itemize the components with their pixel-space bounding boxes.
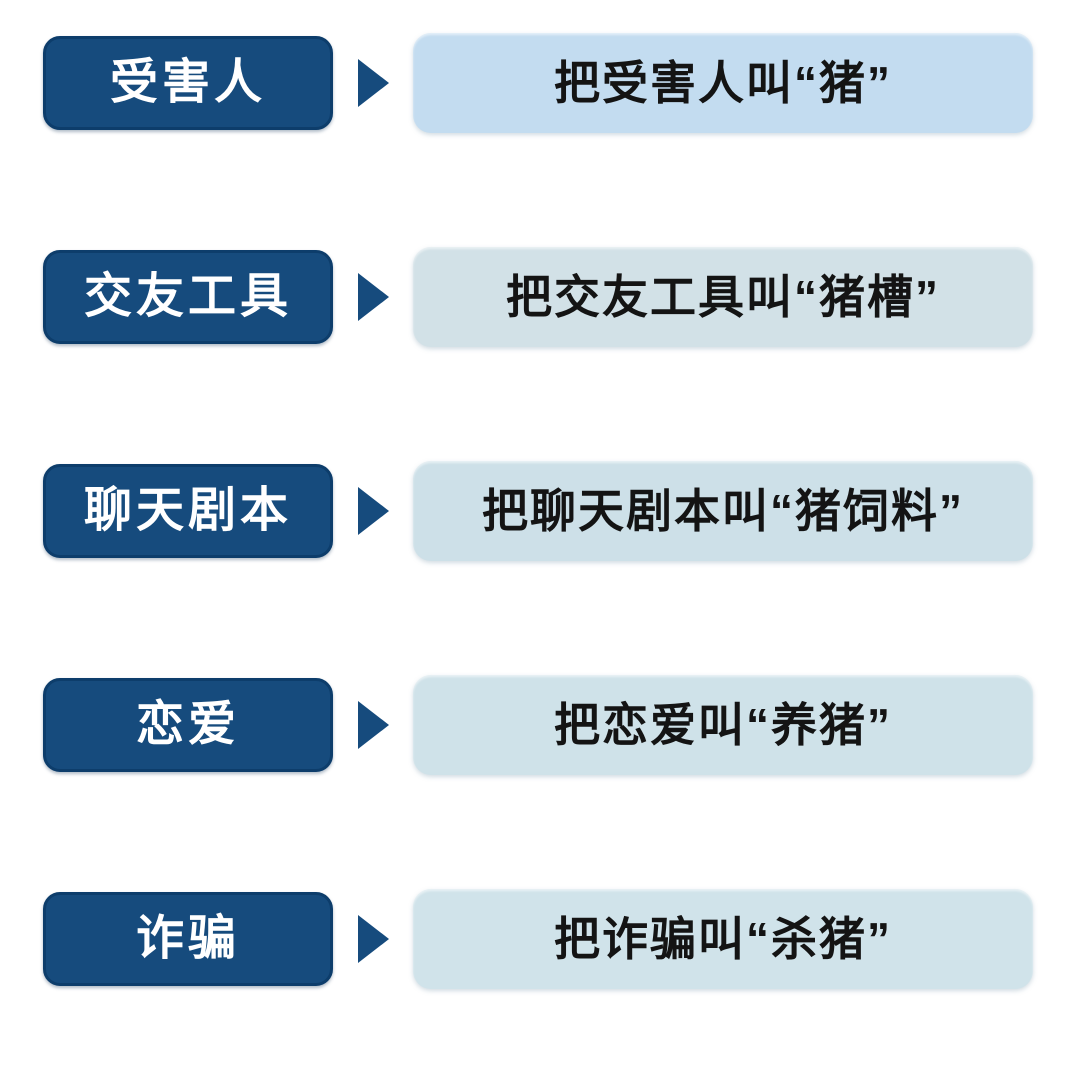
arrow-right-icon bbox=[358, 915, 389, 963]
alias-box: 把受害人叫“猪” bbox=[413, 33, 1033, 133]
term-label: 诈骗 bbox=[135, 912, 240, 965]
alias-label: 把恋爱叫“养猪” bbox=[554, 699, 892, 751]
term-label: 受害人 bbox=[109, 56, 266, 109]
alias-label: 把交友工具叫“猪槽” bbox=[506, 271, 940, 323]
mapping-row-romance: 恋爱 把恋爱叫“养猪” bbox=[43, 675, 1077, 775]
alias-label: 把受害人叫“猪” bbox=[554, 57, 892, 109]
mapping-row-fraud: 诈骗 把诈骗叫“杀猪” bbox=[43, 889, 1077, 989]
mapping-row-victim: 受害人 把受害人叫“猪” bbox=[43, 33, 1077, 133]
term-box: 聊天剧本 bbox=[43, 464, 333, 558]
alias-box: 把诈骗叫“杀猪” bbox=[413, 889, 1033, 989]
arrow-right-icon bbox=[358, 59, 389, 107]
term-box: 交友工具 bbox=[43, 250, 333, 344]
term-box: 受害人 bbox=[43, 36, 333, 130]
alias-box: 把恋爱叫“养猪” bbox=[413, 675, 1033, 775]
arrow-right-icon bbox=[358, 273, 389, 321]
arrow-right-icon bbox=[358, 701, 389, 749]
mapping-row-chat-script: 聊天剧本 把聊天剧本叫“猪饲料” bbox=[43, 461, 1077, 561]
term-label: 交友工具 bbox=[83, 270, 292, 323]
term-box: 诈骗 bbox=[43, 892, 333, 986]
term-label: 聊天剧本 bbox=[83, 484, 292, 537]
alias-label: 把聊天剧本叫“猪饲料” bbox=[482, 485, 964, 537]
term-label: 恋爱 bbox=[135, 698, 240, 751]
arrow-right-icon bbox=[358, 487, 389, 535]
alias-box: 把交友工具叫“猪槽” bbox=[413, 247, 1033, 347]
mapping-row-dating-tool: 交友工具 把交友工具叫“猪槽” bbox=[43, 247, 1077, 347]
term-box: 恋爱 bbox=[43, 678, 333, 772]
alias-box: 把聊天剧本叫“猪饲料” bbox=[413, 461, 1033, 561]
alias-label: 把诈骗叫“杀猪” bbox=[554, 913, 892, 965]
